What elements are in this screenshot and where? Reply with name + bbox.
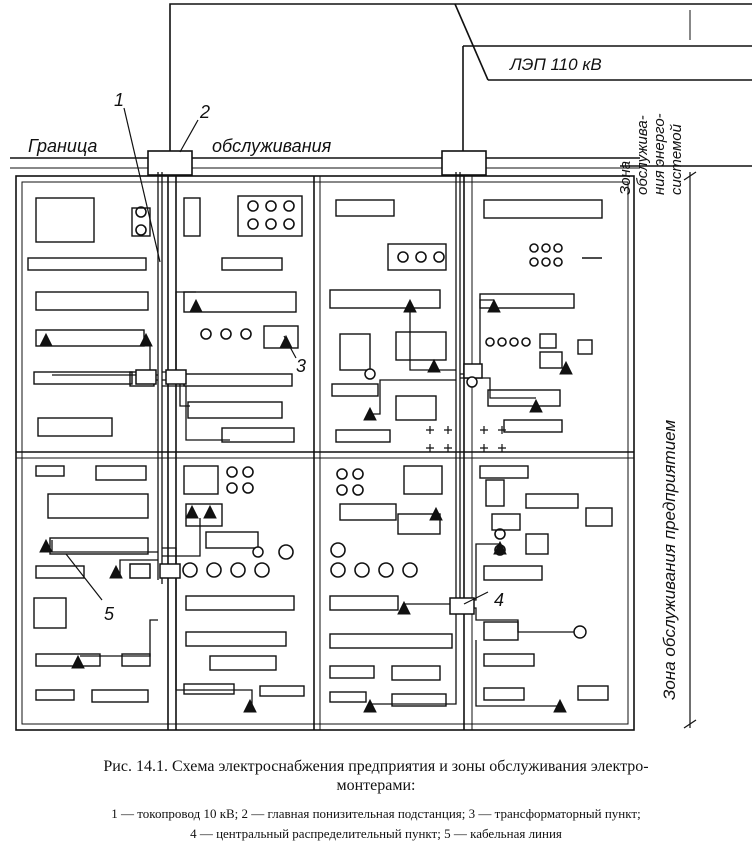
- svg-text:Зона: Зона: [617, 161, 634, 195]
- svg-text:4: 4: [494, 590, 504, 610]
- cable-lines: [51, 291, 580, 707]
- workshop-2-motors: [200, 200, 295, 340]
- marker-5: 5: [65, 553, 115, 624]
- service-boundary-line: [10, 157, 752, 169]
- marker-4: 4: [463, 590, 504, 610]
- workshop-7-motors: [330, 468, 418, 578]
- svg-text:1: 1: [114, 90, 124, 110]
- busway-10kv: [157, 172, 461, 614]
- caption-title-line-1: Рис. 14.1. Схема электроснабжения предпр…: [103, 758, 649, 775]
- caption-legend-line-1: 1 — токопровод 10 кВ; 2 — главная понизи…: [111, 806, 641, 821]
- workshop-6: [183, 465, 305, 697]
- workshop-1-motors: [135, 206, 147, 236]
- boundary-label-right: обслуживания: [212, 136, 332, 156]
- workshop-8: [479, 465, 613, 701]
- svg-text:2: 2: [199, 102, 210, 122]
- workshop-5: [33, 465, 151, 703]
- enterprise-zone-dimension: [683, 171, 697, 729]
- svg-text:системой: системой: [668, 123, 685, 195]
- workshop-3-motors: [397, 251, 445, 263]
- main-substation-right: [441, 150, 487, 176]
- workshop-3: [329, 199, 447, 443]
- workshop-3-4-plus-marks: [426, 426, 506, 452]
- workshop-4: [479, 199, 603, 433]
- svg-text:ния энерго-: ния энерго-: [651, 113, 668, 195]
- power-supply-scheme: ЛЭП 110 кВ Граница обслуживания Зона обс…: [10, 3, 752, 731]
- workshop-2: [183, 195, 303, 443]
- energy-zone-label: Зона обслужива- ния энерго- системой: [617, 113, 685, 195]
- svg-text:обслужива-: обслужива-: [634, 115, 651, 195]
- marker-3: 3: [283, 335, 306, 376]
- workshop-1: [27, 197, 155, 437]
- main-substation-left: [147, 150, 193, 176]
- distribution-points: [129, 363, 587, 639]
- workshop-4-motors: [485, 243, 563, 347]
- enterprise-site: [15, 175, 635, 731]
- power-line-110kv: [169, 3, 752, 160]
- caption-legend-line-2: 4 — центральный распределительный пункт;…: [190, 826, 562, 841]
- workshop-6-motors: [182, 466, 294, 578]
- workshop-7: [329, 465, 453, 707]
- marker-1: 1: [114, 90, 161, 263]
- marker-2: 2: [179, 102, 210, 153]
- caption-title-line-2: монтерами:: [336, 777, 416, 794]
- svg-text:3: 3: [296, 356, 306, 376]
- enterprise-zone-label: Зона обслуживания предприятием: [660, 420, 679, 700]
- boundary-label-left: Граница: [28, 136, 97, 156]
- figure-caption: Рис. 14.1. Схема электроснабжения предпр…: [0, 757, 752, 795]
- svg-text:5: 5: [104, 604, 115, 624]
- power-line-label: ЛЭП 110 кВ: [509, 55, 602, 74]
